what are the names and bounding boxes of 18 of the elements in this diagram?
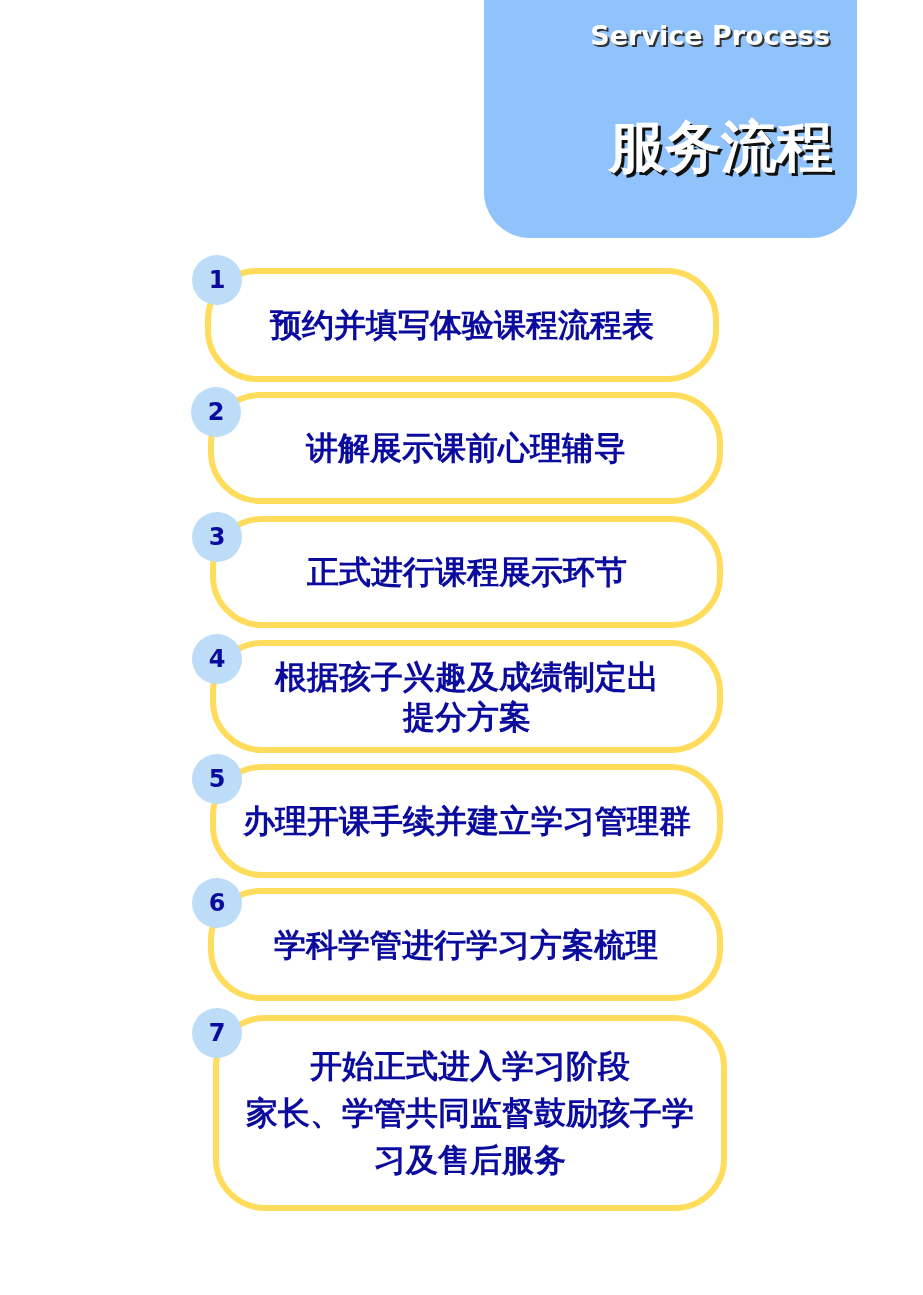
number-badge: 2: [191, 387, 241, 437]
number-badge: 7: [192, 1008, 242, 1058]
header-panel: [484, 0, 857, 238]
step-text: 根据孩子兴趣及成绩制定出提分方案: [273, 656, 660, 737]
step-text: 开始正式进入学习阶段: [310, 1045, 630, 1087]
number-badge: 6: [192, 878, 242, 928]
step-text: 家长、学管共同监督鼓励孩子学习及售后服务: [245, 1092, 695, 1181]
number-badge: 3: [192, 512, 242, 562]
number-badge: 1: [192, 255, 242, 305]
number-badge: 5: [192, 754, 242, 804]
step-text: 学科学管进行学习方案梳理: [273, 924, 658, 966]
step-text: 办理开课手续并建立学习管理群: [242, 801, 691, 842]
step-text: 讲解展示课前心理辅导: [305, 428, 626, 469]
step-text: 正式进行课程展示环节: [306, 552, 627, 593]
step-text: 预约并填写体验课程流程表: [270, 305, 654, 346]
number-badge: 4: [192, 634, 242, 684]
section-subtitle: Service Process: [590, 20, 830, 52]
section-title: 服务流程: [609, 116, 833, 178]
